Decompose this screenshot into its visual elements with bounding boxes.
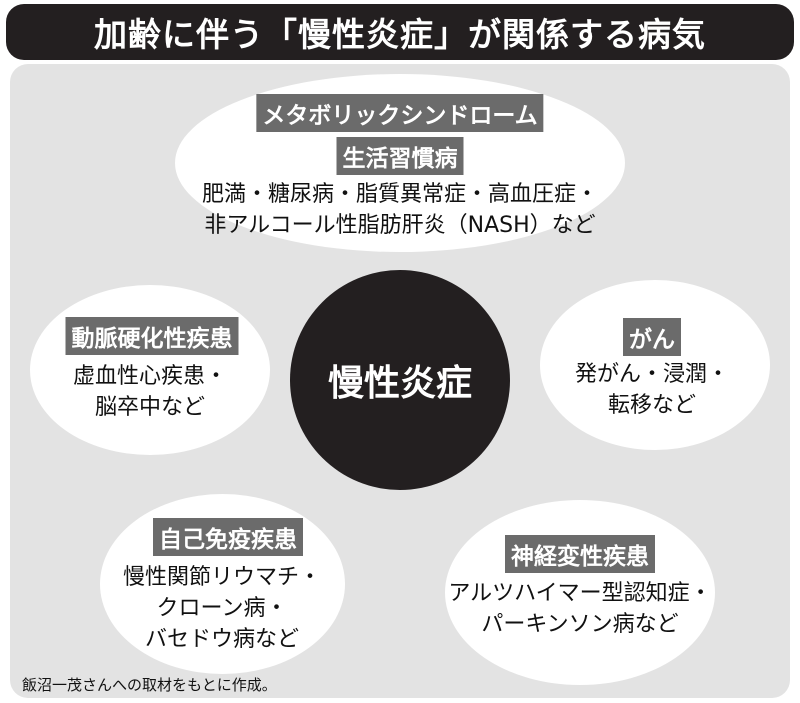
ellipse-bottom-right [445, 500, 715, 685]
center-label: 慢性炎症 [327, 363, 472, 404]
left-line1: 虚血性心疾患・ [72, 364, 228, 389]
br-line2: パーキンソン病など [481, 612, 679, 637]
source-caption: 飯沼一茂さんへの取材をもとに作成。 [22, 676, 277, 694]
title: 加齢に伴う「慢性炎症」が関係する病気 [94, 15, 706, 54]
bl-line1: 慢性関節リウマチ・ [122, 565, 322, 590]
tag-arteriosclerosis: 動脈硬化性疾患 [65, 317, 239, 355]
title-bar: 加齢に伴う「慢性炎症」が関係する病気 [6, 4, 794, 60]
top-line1: 肥満・糖尿病・脂質異常症・高血圧症・ [201, 182, 599, 207]
br-line1: アルツハイマー型認知症・ [448, 581, 712, 606]
top-line2: 非アルコール性脂肪肝炎（NASH）など [204, 213, 596, 238]
center-circle: 慢性炎症 [290, 270, 510, 490]
bl-line3: バセドウ病など [144, 627, 300, 652]
tag-metabolic: メタボリックシンドローム [256, 94, 544, 132]
left-line2: 脳卒中など [94, 395, 206, 420]
tag-autoimmune: 自己免疫疾患 [153, 518, 303, 556]
tag-lifestyle: 生活習慣病 [336, 137, 464, 175]
ellipse-left [30, 285, 270, 455]
ellipse-right [540, 280, 770, 450]
right-line2: 転移など [607, 393, 697, 418]
right-line1: 発がん・浸潤・ [574, 362, 730, 387]
tag-cancer: がん [623, 318, 681, 356]
bl-line2: クローン病・ [156, 596, 288, 621]
tag-neurodegenerative: 神経変性疾患 [505, 535, 655, 573]
